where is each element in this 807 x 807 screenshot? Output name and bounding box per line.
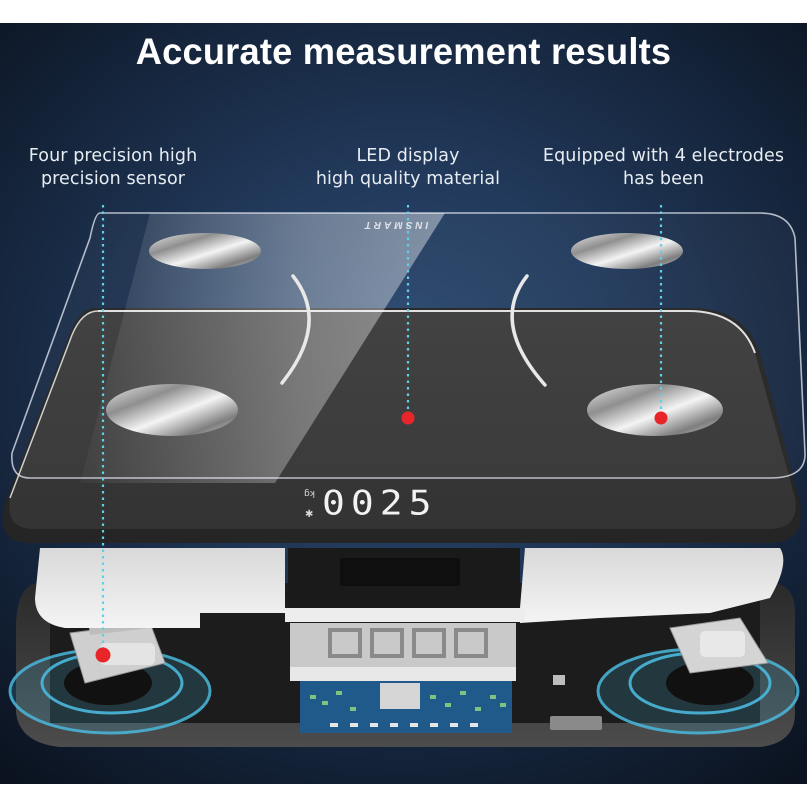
callout-electrodes-line-1: Equipped with 4 electrodes xyxy=(542,146,785,166)
connector-strip xyxy=(550,716,602,730)
scale-exploded-illustration xyxy=(2,205,806,747)
marker-dots xyxy=(95,411,668,663)
right-crescent xyxy=(510,274,547,387)
callout-electrodes-line-2: has been xyxy=(622,169,705,189)
callout-display-label: LED display high quality material xyxy=(298,145,518,191)
headline: Accurate measurement results xyxy=(135,31,672,72)
weight-unit: kg xyxy=(304,488,315,498)
electrode-pads xyxy=(106,233,723,436)
callout-sensor-line-2: precision sensor xyxy=(40,169,186,189)
connector-small xyxy=(553,675,565,685)
callout-display-line-1: LED display xyxy=(356,146,460,166)
led-weight-display: 0025 xyxy=(322,483,438,523)
brand-logo-mirrored: INSMART xyxy=(362,219,429,230)
product-banner: Accurate measurement results Four precis… xyxy=(0,23,807,784)
callout-electrodes-label: Equipped with 4 electrodes has been xyxy=(520,145,807,191)
bluetooth-icon: ✱ xyxy=(305,509,314,520)
lcd-module xyxy=(290,623,516,681)
callout-display-line-2: high quality material xyxy=(315,169,501,189)
callout-lines xyxy=(101,205,663,653)
callout-sensor-line-1: Four precision high xyxy=(28,146,198,166)
callout-sensor-label: Four precision high precision sensor xyxy=(8,145,218,191)
right-load-cell xyxy=(596,617,800,735)
left-crescent xyxy=(280,274,311,385)
circuit-board xyxy=(300,681,512,733)
chassis-frame xyxy=(35,548,784,628)
